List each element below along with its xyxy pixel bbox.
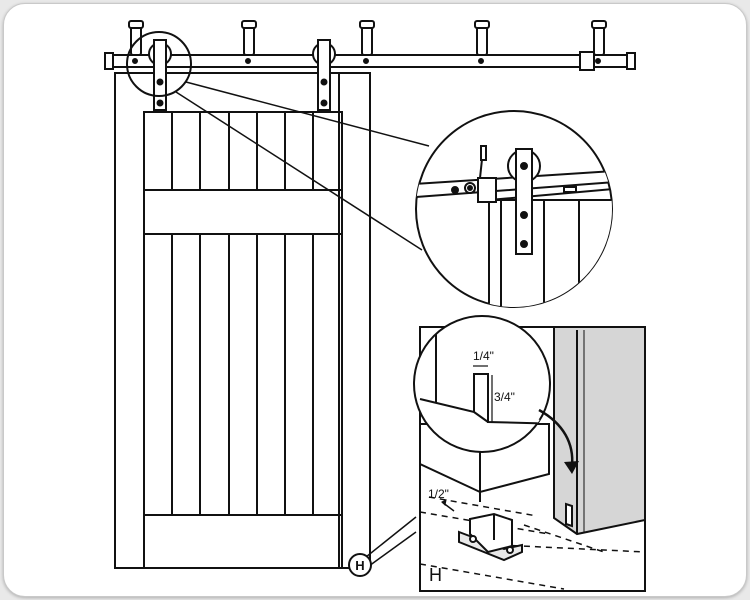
floor-guide-inset <box>413 315 646 592</box>
door-bottom-rail <box>143 514 343 569</box>
illustration-frame: 1/4" 3/4" 1/2" H H <box>3 3 747 597</box>
floor-offset-label: 1/2" <box>428 487 449 501</box>
floor-guide-part <box>458 512 523 562</box>
rail-bar <box>107 54 633 68</box>
track-rail <box>104 51 636 71</box>
barn-door-installation-diagram: 1/4" 3/4" 1/2" H H <box>104 20 646 592</box>
floor-guide-callout-badge: H <box>348 553 372 577</box>
curved-arrow <box>538 408 574 467</box>
hanger-right <box>312 39 336 111</box>
door-cross-rail <box>143 189 343 235</box>
zoom-leader-lines <box>175 81 430 251</box>
rail-stopper <box>579 51 595 71</box>
door-outer-frame <box>114 72 371 569</box>
callout-badge-label: H <box>355 558 364 573</box>
hanger-zoom-detail <box>415 110 613 308</box>
barn-door <box>114 72 371 569</box>
detail-callout-circle <box>126 31 192 97</box>
notch-dimension-marks <box>473 365 493 422</box>
guide-part-label: H <box>429 565 442 585</box>
inset-leader-lines <box>365 516 417 567</box>
notch-depth-label: 3/4" <box>494 390 515 404</box>
notch-width-label: 1/4" <box>473 349 494 363</box>
hanger-left <box>148 39 172 111</box>
wall-spacers <box>128 20 607 56</box>
arrow-head <box>564 461 579 474</box>
